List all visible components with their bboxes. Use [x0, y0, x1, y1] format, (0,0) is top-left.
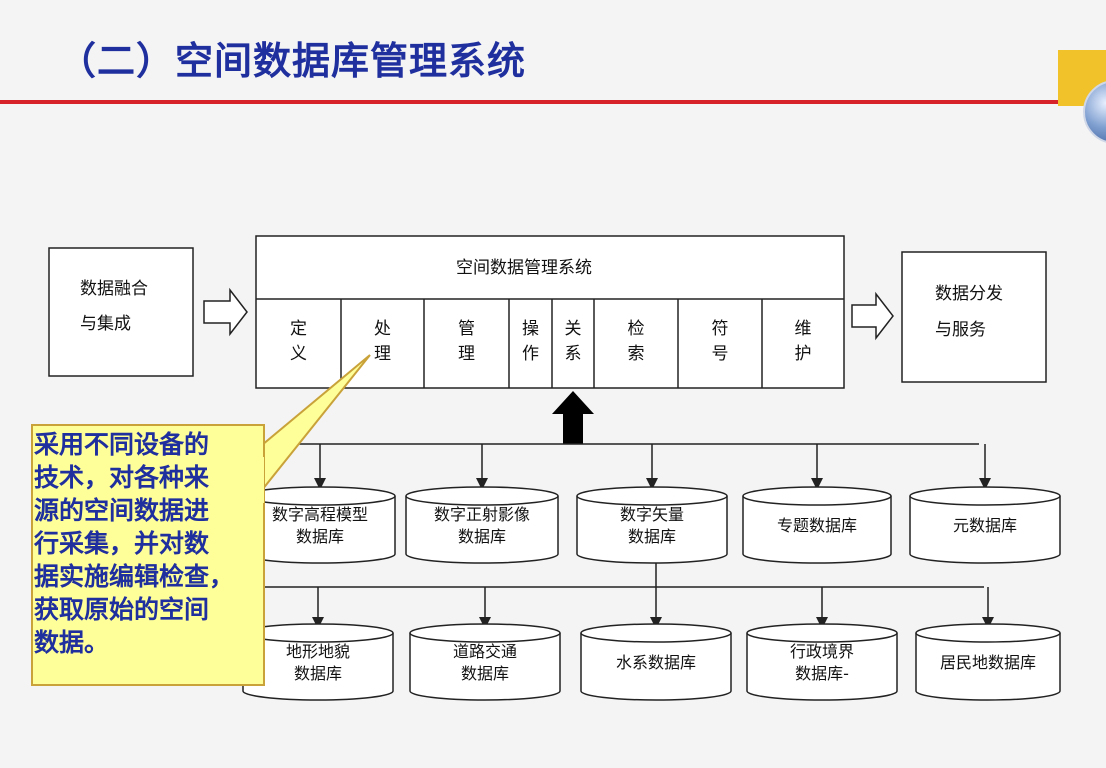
database-label: 数字矢量 — [620, 505, 684, 524]
database-cylinder: 专题数据库 — [742, 444, 892, 564]
database-row-1: 数字高程模型数据库数字正射影像数据库数字矢量数据库专题数据库元数据库 — [244, 444, 1061, 564]
up-arrow-icon — [552, 391, 594, 444]
function-label: 处 — [374, 319, 391, 339]
callout-text: 采用不同设备的 技术，对各种来 源的空间数据进 行采集，并对数 据实施编辑检查，… — [34, 428, 258, 659]
function-label: 护 — [795, 344, 812, 364]
database-label: 数据库 — [461, 664, 509, 683]
callout-line: 采用不同设备的 — [34, 430, 210, 459]
input-arrow-icon — [203, 287, 248, 337]
function-label: 维 — [795, 319, 812, 339]
database-label: 水系数据库 — [616, 653, 696, 672]
database-label: 数字高程模型 — [272, 505, 368, 524]
database-cylinder: 居民地数据库 — [915, 587, 1061, 701]
output-box-line-2: 与服务 — [935, 320, 986, 340]
main-system-title: 空间数据管理系统 — [456, 258, 592, 278]
database-label: 专题数据库 — [777, 516, 857, 535]
output-arrow-icon — [851, 291, 894, 341]
title-underline — [0, 100, 1106, 104]
function-label: 号 — [712, 344, 729, 364]
database-cylinder: 水系数据库 — [580, 587, 732, 701]
callout-box — [31, 424, 265, 686]
database-label: 数据库 — [628, 527, 676, 546]
callout — [31, 354, 371, 686]
input-box: 数据融合 与集成 — [48, 247, 194, 377]
function-label: 检 — [628, 319, 645, 339]
function-label: 系 — [565, 344, 582, 364]
database-label: 居民地数据库 — [940, 653, 1036, 672]
output-box-line-1: 数据分发 — [935, 284, 1003, 304]
database-label: 数据库 — [458, 527, 506, 546]
database-cylinder: 元数据库 — [909, 444, 1061, 564]
database-label: 地形地貌 — [286, 642, 350, 661]
function-label: 理 — [374, 344, 391, 364]
function-label: 义 — [290, 344, 307, 364]
function-label: 符 — [712, 319, 729, 339]
database-label: 数据库- — [795, 664, 849, 683]
callout-line: 源的空间数据进 — [34, 496, 210, 525]
function-label: 理 — [458, 344, 475, 364]
database-label: 数字正射影像 — [434, 505, 530, 524]
input-box-line-2: 与集成 — [80, 314, 131, 334]
function-label: 管 — [458, 319, 475, 339]
callout-line: 行采集，并对数 — [34, 529, 210, 558]
callout-line: 数据。 — [34, 628, 110, 657]
callout-line: 据实施编辑检查， — [34, 562, 235, 591]
function-label: 操 — [522, 319, 539, 339]
input-box-line-1: 数据融合 — [80, 279, 148, 299]
callout-line: 获取原始的空间 — [34, 595, 210, 624]
database-label: 道路交通 — [453, 642, 517, 661]
database-label: 行政境界 — [790, 642, 854, 661]
function-label: 作 — [522, 344, 539, 364]
page-title: （二）空间数据库管理系统 — [58, 39, 527, 83]
database-label: 元数据库 — [953, 516, 1017, 535]
function-label: 定 — [290, 319, 307, 339]
function-label: 关 — [565, 319, 582, 339]
output-box: 数据分发 与服务 — [901, 251, 1047, 383]
callout-line: 技术，对各种来 — [34, 463, 210, 492]
function-label: 索 — [628, 344, 645, 364]
database-label: 数据库 — [296, 527, 344, 546]
database-label: 数据库 — [294, 664, 342, 683]
